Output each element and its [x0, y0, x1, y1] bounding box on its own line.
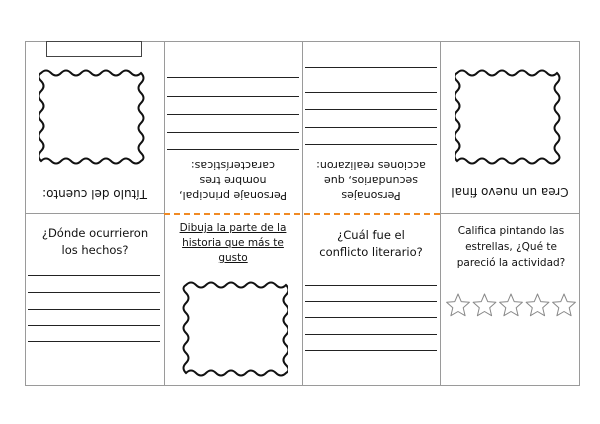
titulo-label: Título del cuento:	[42, 187, 147, 201]
star-icon[interactable]	[525, 293, 550, 317]
personajes-secundarios-label: Personajes secundarios, que acciones rea…	[316, 159, 426, 202]
writing-line[interactable]	[167, 132, 299, 133]
writing-line[interactable]	[305, 67, 437, 68]
writing-line[interactable]	[305, 92, 437, 93]
writing-line[interactable]	[305, 127, 437, 128]
writing-line[interactable]	[305, 301, 437, 302]
panel-dibuja: Dibuja la parte de la historia que más t…	[164, 213, 302, 386]
writing-line[interactable]	[28, 275, 160, 276]
panel-personaje-principal: Personaje principal, nombre tres caracte…	[164, 41, 302, 213]
rating-stars	[446, 293, 576, 317]
dibuja-instruction: Dibuja la parte de la historia que más t…	[179, 222, 287, 264]
middle-line-left	[25, 213, 164, 214]
wavy-frame-icon	[182, 281, 288, 377]
writing-line[interactable]	[305, 285, 437, 286]
personaje-principal-label: Personaje principal, nombre tres caracte…	[179, 159, 287, 202]
conflicto-question: ¿Cuál fue el conflicto literario?	[319, 228, 423, 259]
writing-line[interactable]	[305, 144, 437, 145]
panel-donde: ¿Dónde ocurrieron los hechos?	[25, 213, 164, 386]
cut-line-dashed	[164, 213, 440, 215]
writing-line[interactable]	[305, 334, 437, 335]
star-icon[interactable]	[499, 293, 523, 317]
panel-titulo: Título del cuento:	[25, 41, 164, 213]
star-icon[interactable]	[552, 293, 576, 317]
writing-line[interactable]	[167, 149, 299, 150]
writing-line[interactable]	[28, 292, 160, 293]
title-box[interactable]	[46, 41, 142, 57]
writing-line[interactable]	[305, 350, 437, 351]
writing-line[interactable]	[28, 341, 160, 342]
califica-label: Califica pintando las estrellas, ¿Qué te…	[456, 225, 566, 269]
star-icon[interactable]	[446, 293, 470, 317]
nuevo-final-label: Crea un nuevo final	[451, 185, 569, 199]
writing-line[interactable]	[167, 77, 299, 78]
donde-question: ¿Dónde ocurrieron los hechos?	[41, 226, 149, 257]
writing-line[interactable]	[305, 317, 437, 318]
wavy-frame-icon	[455, 69, 561, 165]
panel-nuevo-final: Crea un nuevo final	[440, 41, 580, 213]
writing-line[interactable]	[305, 109, 437, 110]
writing-line[interactable]	[167, 114, 299, 115]
middle-line-right	[440, 213, 580, 214]
writing-line[interactable]	[28, 309, 160, 310]
panel-personajes-secundarios: Personajes secundarios, que acciones rea…	[302, 41, 440, 213]
star-icon[interactable]	[472, 293, 497, 317]
panel-califica: Califica pintando las estrellas, ¿Qué te…	[440, 213, 580, 386]
writing-line[interactable]	[28, 325, 160, 326]
wavy-frame-icon	[39, 69, 145, 165]
writing-line[interactable]	[167, 96, 299, 97]
panel-conflicto: ¿Cuál fue el conflicto literario?	[302, 213, 440, 386]
